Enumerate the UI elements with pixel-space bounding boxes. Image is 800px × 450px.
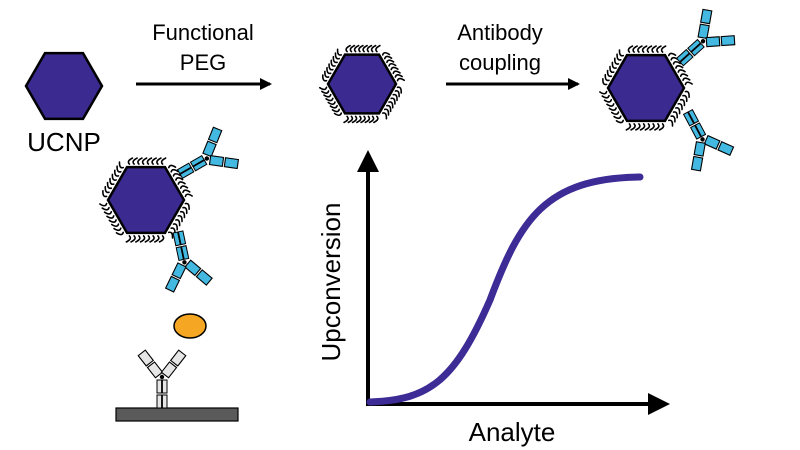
antibody-icon: [682, 108, 735, 172]
detection-antibody-icon: [164, 230, 213, 293]
sandwich-immunoassay: [99, 126, 240, 422]
antibody-icon: [176, 126, 240, 180]
antibody-icon: [675, 8, 736, 67]
step1-label-line2: PEG: [180, 50, 226, 75]
y-axis-label: Upconversion: [316, 203, 346, 362]
substrate-surface: [115, 407, 239, 422]
bare-nanoparticle: [24, 51, 104, 121]
peg-coated-nanoparticle: [319, 44, 405, 124]
step2-label-line2: coupling: [459, 50, 541, 75]
hexagon-nanoparticle-icon: [24, 51, 104, 121]
response-plot: Upconversion Analyte: [316, 150, 670, 447]
step1-label-line1: Functional: [152, 20, 254, 45]
response-curve: [366, 173, 644, 406]
ucnp-label: UCNP: [27, 127, 101, 157]
x-axis-label: Analyte: [469, 417, 556, 447]
step2-label-line1: Antibody: [457, 20, 543, 45]
capture-antibody-icon: [137, 349, 187, 409]
antibody-conjugated-nanoparticle: [599, 8, 736, 172]
analyte-icon: [173, 313, 207, 339]
